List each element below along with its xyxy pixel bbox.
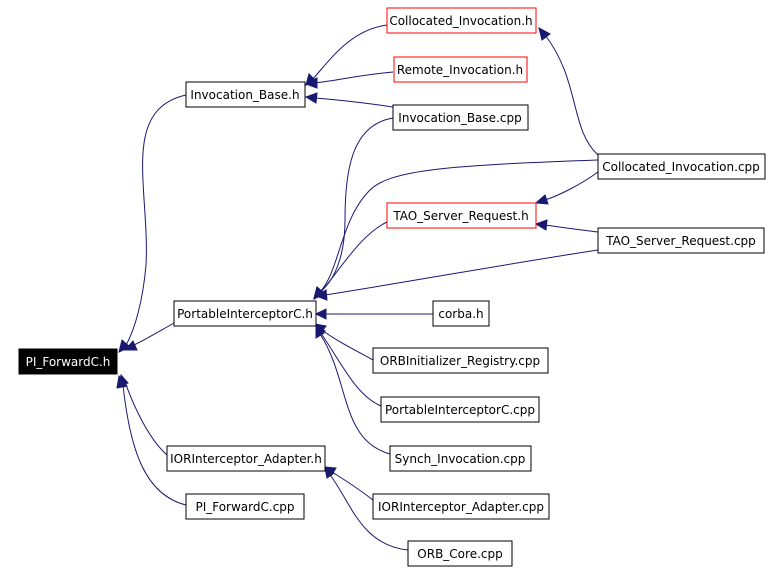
arrowhead: [534, 194, 549, 205]
node-label: Invocation_Base.cpp: [398, 111, 521, 125]
node-corba-h[interactable]: corba.h: [432, 300, 490, 327]
arrowhead: [314, 308, 327, 320]
node-label: Collocated_Invocation.h: [389, 14, 532, 28]
edge-portableinterceptorc-cpp-to-portableinterceptorc-h: [319, 331, 382, 407]
node-synch-invocation-cpp[interactable]: Synch_Invocation.cpp: [389, 445, 532, 472]
node-label: PI_ForwardC.h: [26, 355, 111, 369]
arrowhead: [123, 340, 138, 351]
edges: [116, 24, 599, 551]
arrowhead: [324, 467, 335, 479]
node-label: PortableInterceptorC.h: [177, 307, 313, 321]
node-orb-core-cpp[interactable]: ORB_Core.cpp: [407, 540, 513, 567]
node-pi-forwardc-cpp[interactable]: PI_ForwardC.cpp: [185, 493, 305, 520]
arrowhead: [538, 27, 551, 41]
node-collocated-invocation-cpp[interactable]: Collocated_Invocation.cpp: [597, 153, 766, 180]
arrowhead: [315, 324, 325, 339]
edge-collocated-invocation-h-to-invocation-base-h: [311, 24, 388, 81]
node-label: corba.h: [438, 307, 483, 321]
node-portableinterceptorc-cpp[interactable]: PortableInterceptorC.cpp: [380, 396, 540, 423]
node-label: Remote_Invocation.h: [397, 63, 523, 77]
edge-tao-server-request-cpp-to-tao-server-request-h: [544, 224, 599, 233]
edge-collocated-invocation-cpp-to-tao-server-request-h: [544, 171, 599, 201]
node-label: ORBInitializer_Registry.cpp: [380, 354, 540, 368]
edge-iorinterceptor-adapter-h-to-pi-forwardc-h: [124, 381, 168, 456]
arrowhead: [304, 77, 318, 89]
node-label: PI_ForwardC.cpp: [195, 500, 294, 514]
node-label: TAO_Server_Request.cpp: [605, 234, 756, 248]
edge-iorinterceptor-adapter-cpp-to-iorinterceptor-adapter-h: [331, 471, 374, 501]
arrowhead: [116, 374, 128, 389]
node-invocation-base-cpp[interactable]: Invocation_Base.cpp: [392, 104, 529, 131]
node-portableinterceptorc-h[interactable]: PortableInterceptorC.h: [173, 300, 317, 327]
node-remote-invocation-h[interactable]: Remote_Invocation.h: [393, 56, 528, 83]
node-orbinitializer-registry-cpp[interactable]: ORBInitializer_Registry.cpp: [372, 347, 549, 374]
node-iorinterceptor-adapter-h[interactable]: IORInterceptor_Adapter.h: [166, 445, 326, 472]
node-collocated-invocation-h[interactable]: Collocated_Invocation.h: [386, 7, 537, 34]
edge-invocation-base-h-to-pi-forwardc-h: [124, 94, 187, 348]
node-label: IORInterceptor_Adapter.cpp: [378, 500, 544, 514]
node-invocation-base-h[interactable]: Invocation_Base.h: [185, 81, 306, 108]
edge-remote-invocation-h-to-invocation-base-h: [314, 71, 394, 84]
edge-orb-core-cpp-to-iorinterceptor-adapter-h: [329, 474, 409, 551]
node-label: Synch_Invocation.cpp: [395, 452, 526, 466]
node-label: Collocated_Invocation.cpp: [602, 160, 760, 174]
arrowhead: [534, 219, 548, 231]
edge-pi-forwardc-cpp-to-pi-forwardc-h: [122, 384, 187, 506]
edge-invocation-base-cpp-to-portableinterceptorc-h: [319, 117, 394, 293]
arrowhead: [304, 92, 318, 104]
edge-collocated-invocation-cpp-to-portableinterceptorc-h: [319, 159, 599, 293]
nodes: PI_ForwardC.h Invocation_Base.h Collocat…: [18, 7, 766, 567]
node-label: IORInterceptor_Adapter.h: [170, 452, 322, 466]
node-pi-forwardc-h[interactable]: PI_ForwardC.h: [18, 348, 118, 375]
arrowhead: [118, 339, 131, 353]
edge-portableinterceptorc-h-to-pi-forwardc-h: [129, 322, 175, 348]
node-tao-server-request-cpp[interactable]: TAO_Server_Request.cpp: [597, 227, 765, 254]
edge-collocated-invocation-cpp-to-collocated-invocation-h: [544, 34, 599, 156]
edge-tao-server-request-h-to-portableinterceptorc-h: [319, 221, 388, 294]
node-label: TAO_Server_Request.h: [392, 209, 528, 223]
edge-tao-server-request-cpp-to-portableinterceptorc-h: [324, 249, 599, 296]
edge-synch-invocation-cpp-to-portableinterceptorc-h: [319, 333, 391, 455]
node-iorinterceptor-adapter-cpp[interactable]: IORInterceptor_Adapter.cpp: [372, 493, 550, 520]
edge-invocation-base-cpp-to-invocation-base-h: [314, 97, 394, 108]
node-tao-server-request-h[interactable]: TAO_Server_Request.h: [386, 202, 537, 229]
arrowhead: [313, 287, 325, 300]
node-label: ORB_Core.cpp: [417, 547, 502, 561]
node-label: PortableInterceptorC.cpp: [385, 403, 535, 417]
node-label: Invocation_Base.h: [190, 88, 299, 102]
edge-orbinitializer-registry-cpp-to-portableinterceptorc-h: [321, 329, 374, 361]
